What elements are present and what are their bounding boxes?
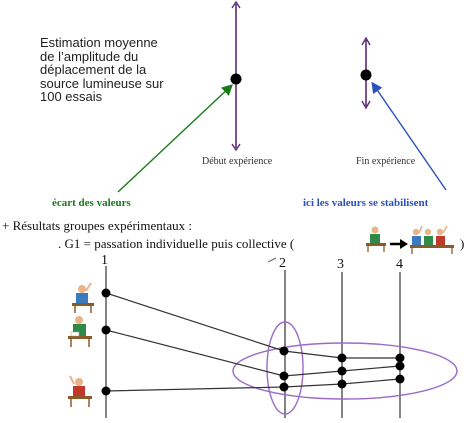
- estimation-line-5: 100 essais: [40, 89, 103, 104]
- dot-s2-t3: [337, 366, 347, 376]
- arrow-right-icon: [390, 239, 408, 249]
- valeurs-stabilisent-label: ici les valeurs se stabilisent: [303, 197, 429, 209]
- student-writing-icon: [68, 316, 92, 347]
- dot-s1-t1: [101, 288, 111, 298]
- column-number-3: 3: [337, 257, 344, 272]
- convergence-ellipse-small: [266, 321, 304, 415]
- student-group-legend-icon: [410, 225, 454, 254]
- subject-top-path: [105, 292, 400, 359]
- dot-s3-t2: [279, 382, 289, 392]
- estimation-line-1: Estimation moyenne: [40, 35, 158, 50]
- g1-description: . G1 = passation individuelle puis colle…: [58, 236, 295, 251]
- estimation-line-2: de l’amplitude du: [40, 48, 139, 64]
- column-2-tick-icon: [267, 257, 277, 263]
- dot-s1-t2: [279, 346, 289, 356]
- single-student-legend-icon: [366, 226, 386, 252]
- fin-mean-dot: [360, 69, 372, 81]
- dot-s1-t3: [337, 353, 347, 363]
- column-number-4: 4: [396, 257, 403, 272]
- fin-range-bottom-tick: [361, 100, 371, 110]
- estimation-line-4: source lumineuse sur: [40, 75, 164, 91]
- estimation-caption: Estimation moyenne de l’amplitude du dép…: [40, 36, 164, 104]
- stabilisent-arrow: [371, 81, 447, 191]
- fin-experience-label: Fin expérience: [356, 156, 416, 167]
- ecart-valeurs-label: écart des valeurs: [52, 197, 131, 209]
- student-raising-hand-icon-2: [68, 375, 92, 407]
- fin-range-top-tick: [361, 36, 371, 46]
- results-heading: + Résultats groupes expérimentaux :: [2, 218, 193, 233]
- debut-experience-label: Début expérience: [202, 156, 273, 167]
- convergence-ellipse-large: [232, 342, 458, 400]
- dot-s3-t4: [395, 374, 405, 384]
- dot-s2-t4: [395, 361, 405, 371]
- debut-range-top-tick: [231, 0, 241, 9]
- subject-bottom-path: [105, 378, 401, 392]
- dot-s3-t3: [337, 379, 347, 389]
- dot-s2-t1: [101, 325, 111, 335]
- dot-s1-t4: [395, 353, 405, 363]
- column-number-1: 1: [101, 253, 108, 268]
- dot-s2-t2: [279, 371, 289, 381]
- student-raising-hand-icon: [72, 282, 94, 313]
- estimation-line-3: déplacement de la: [40, 62, 147, 77]
- subject-middle-path: [105, 329, 401, 377]
- debut-range-bottom-tick: [231, 143, 241, 152]
- debut-mean-dot: [230, 73, 242, 85]
- g1-close-paren: ): [460, 236, 465, 251]
- dot-s3-t1: [101, 386, 111, 396]
- ecart-arrow: [117, 84, 234, 193]
- column-number-2: 2: [279, 256, 286, 271]
